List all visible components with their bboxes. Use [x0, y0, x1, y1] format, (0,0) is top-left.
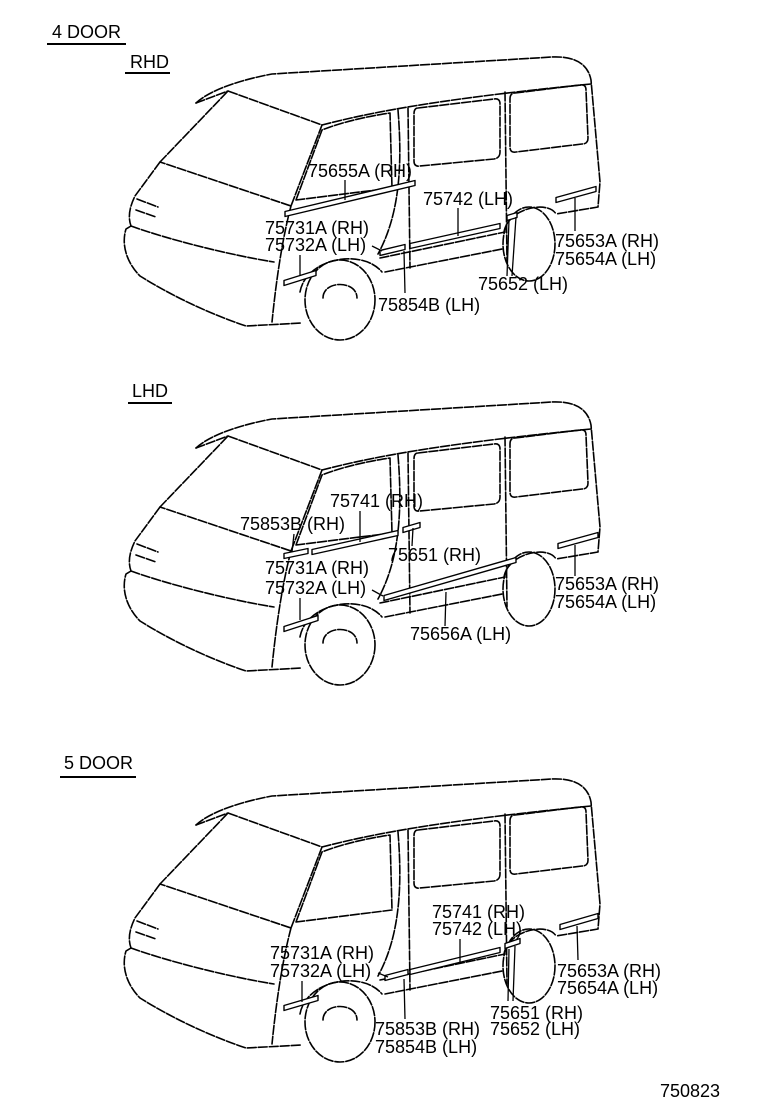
- molding-strip: [555, 185, 597, 204]
- part-label: 75732A (LH): [270, 961, 371, 981]
- part-label: 75655A (RH): [308, 161, 412, 181]
- leader-line: [403, 978, 406, 1020]
- part-label: 75853B (RH): [375, 1019, 480, 1039]
- figure-number: 750823: [660, 1081, 720, 1101]
- leader-line: [507, 948, 510, 1002]
- part-label: 75654A (LH): [555, 249, 656, 269]
- leader-line: [403, 250, 406, 294]
- part-label: 75742 (LH): [423, 189, 513, 209]
- part-label: 75731A (RH): [270, 943, 374, 963]
- leader-line: [506, 219, 510, 277]
- molding-strip: [409, 222, 501, 250]
- leader-lines-5door: [301, 925, 579, 1020]
- part-label: 75854B (LH): [375, 1037, 477, 1057]
- leader-line: [291, 533, 295, 553]
- molding-strip: [283, 547, 309, 560]
- leader-line: [511, 216, 517, 277]
- part-label: 75654A (LH): [557, 978, 658, 998]
- molding-strip: [384, 968, 409, 982]
- part-label: 75653A (RH): [555, 574, 659, 594]
- molding-strip: [504, 937, 521, 950]
- part-label: 75741 (RH): [432, 902, 525, 922]
- variant-heading-lhd: LHD: [132, 381, 168, 401]
- molding-strip: [283, 269, 317, 287]
- part-label: 75732A (LH): [265, 235, 366, 255]
- molding-strip: [383, 556, 517, 602]
- part-label: 75853B (RH): [240, 514, 345, 534]
- molding-strip: [557, 531, 599, 550]
- part-labels-rhd: 75655A (RH) 75742 (LH) 75731A (RH) 75732…: [265, 161, 659, 315]
- molding-strip: [506, 211, 518, 222]
- part-label: 75656A (LH): [410, 624, 511, 644]
- part-label: 75731A (RH): [265, 218, 369, 238]
- leader-line: [512, 945, 516, 1002]
- part-label: 75741 (RH): [330, 491, 423, 511]
- part-label: 75652 (LH): [478, 274, 568, 294]
- molding-strip: [283, 994, 319, 1012]
- molding-strips-lhd: [283, 521, 599, 633]
- molding-strips-rhd: [283, 179, 597, 287]
- section-heading-4-door: 4 DOOR: [52, 22, 121, 42]
- molding-strip: [379, 243, 406, 257]
- part-labels-lhd: 75741 (RH) 75853B (RH) 75651 (RH) 75731A…: [240, 491, 659, 644]
- molding-strip: [283, 614, 319, 633]
- variant-heading-rhd: RHD: [130, 52, 169, 72]
- part-label: 75651 (RH): [388, 545, 481, 565]
- leader-line: [411, 527, 414, 547]
- leader-line: [576, 925, 579, 961]
- part-label: 75731A (RH): [265, 558, 369, 578]
- molding-strip: [409, 946, 501, 976]
- molding-strip: [402, 521, 421, 534]
- part-label: 75653A (RH): [557, 961, 661, 981]
- leader-line: [371, 589, 384, 597]
- leader-lines-lhd: [291, 511, 576, 627]
- part-label: 75742 (LH): [432, 919, 522, 939]
- molding-strip: [559, 912, 599, 931]
- leader-line: [377, 972, 389, 978]
- leader-line: [371, 245, 383, 252]
- leader-line: [444, 591, 447, 627]
- leader-lines-rhd: [299, 180, 576, 294]
- molding-strip: [284, 179, 416, 218]
- section-heading-5-door: 5 DOOR: [64, 753, 133, 773]
- part-label: 75732A (LH): [265, 578, 366, 598]
- molding-strip: [311, 529, 399, 556]
- part-label: 75654A (LH): [555, 592, 656, 612]
- part-label: 75652 (LH): [490, 1019, 580, 1039]
- part-label: 75653A (RH): [555, 231, 659, 251]
- part-labels-5door: 75741 (RH) 75742 (LH) 75731A (RH) 75732A…: [270, 902, 661, 1057]
- molding-strips-5door: [283, 912, 599, 1012]
- part-label: 75651 (RH): [490, 1003, 583, 1023]
- part-label: 75854B (LH): [378, 295, 480, 315]
